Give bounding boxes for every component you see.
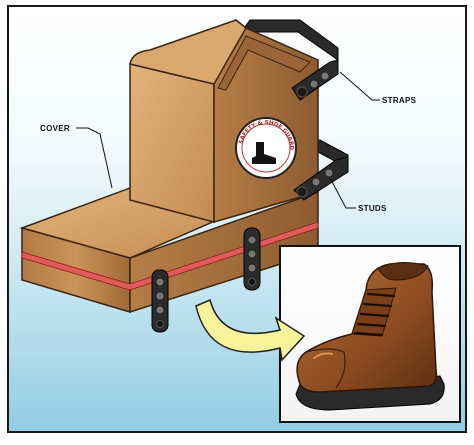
label-straps: STRAPS	[382, 96, 417, 105]
emblem: SAFETY & SHOE GUARD	[235, 117, 297, 179]
callout-straps: STRAPS	[339, 71, 417, 105]
bottom-strap-left	[151, 269, 169, 333]
boot-silhouette-icon	[252, 142, 276, 164]
front-strap-upper	[291, 59, 339, 101]
callout-cover: COVER	[40, 124, 113, 189]
red-stripe	[21, 221, 319, 291]
bottom-strap-right	[243, 227, 261, 291]
label-studs: STUDS	[358, 204, 387, 213]
shoe-cover	[19, 19, 319, 314]
curved-arrow-icon	[195, 298, 306, 362]
front-strap-lower	[293, 156, 349, 201]
collar-opening	[217, 35, 311, 91]
boot-inset	[279, 245, 461, 423]
callout-studs: STUDS	[329, 177, 387, 213]
boot-laces	[353, 292, 396, 337]
label-cover: COVER	[40, 124, 70, 133]
boot-illustration	[295, 262, 445, 411]
shaft-front-face	[129, 63, 215, 223]
